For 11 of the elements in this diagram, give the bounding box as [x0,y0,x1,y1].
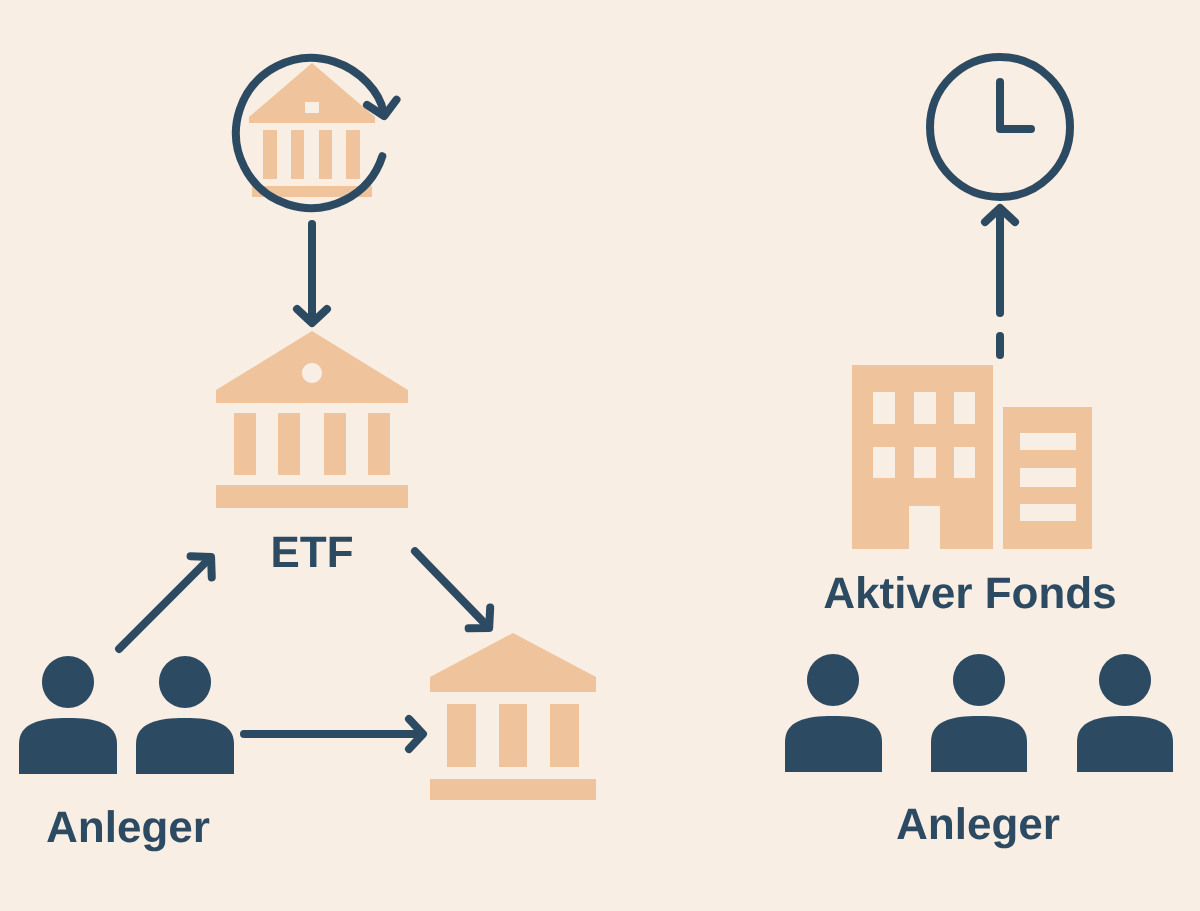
bank-icon [430,633,596,800]
node-label: Aktiver Fonds [824,576,1115,609]
node-label: Anleger [897,807,1060,849]
arrow [981,204,1019,359]
arrow [293,220,331,327]
node-label: Anleger [47,810,210,852]
arrow [240,715,427,753]
clock-icon [926,53,1074,201]
arrow [410,547,495,633]
node-label: ETF [273,536,352,567]
arrow [115,552,216,653]
